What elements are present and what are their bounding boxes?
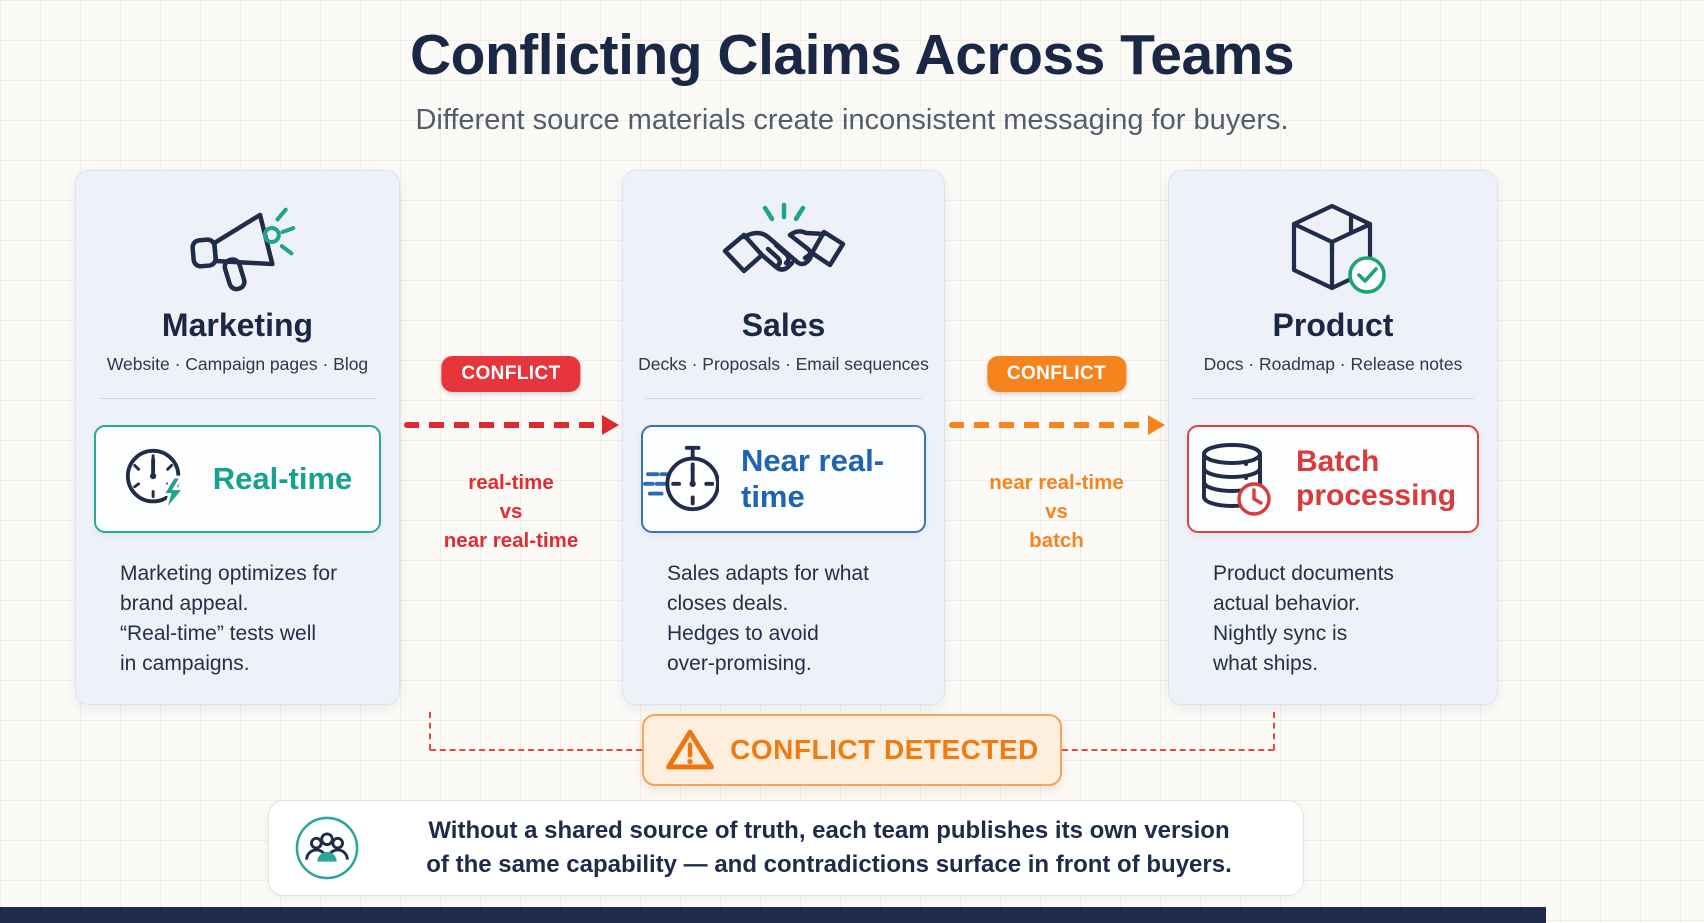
conflict-detected-label: CONFLICT DETECTED [730,734,1039,765]
product-claim-badge: Batch processing [1187,425,1479,533]
conflict-badge-1: CONFLICT [441,356,581,392]
sales-claim-label: Near real-time [741,443,885,514]
connector-line-right [1062,749,1274,751]
conflict-arrow-2 [949,415,1165,435]
sales-card: Sales Decks · Proposals · Email sequence… [622,170,945,705]
claim-a-label: real-time [468,471,554,494]
product-claim-label: Batch processing [1296,444,1457,513]
vs-label: vs [499,500,523,523]
page-subtitle: Different source materials create incons… [415,104,1289,136]
conflict-zone-2: CONFLICT near real-time vs batch [945,170,1168,705]
connector-line-left [430,749,642,751]
divider [98,398,377,399]
summary-box: Without a shared source of truth, each t… [268,800,1304,896]
conflict-badge-2: CONFLICT [986,356,1127,392]
package-check-icon [1280,199,1386,301]
sales-title: Sales [741,307,826,343]
handshake-icon [718,199,850,301]
summary-text: Without a shared source of truth, each t… [385,814,1273,882]
conflict-detected-banner: CONFLICT DETECTED [642,714,1062,786]
clock-lightning-icon [123,444,191,514]
product-description: Product documents actual behavior. Night… [1213,562,1394,675]
claim-b-label: near real-time [443,529,579,552]
marketing-claim-badge: Real-time [94,425,381,533]
marketing-claim-label: Real-time [212,461,353,496]
claim-b-label: batch [1029,529,1084,552]
summary-line-2: of the same capability — and contradicti… [426,851,1232,878]
sales-description: Sales adapts for what closes deals. Hedg… [667,562,869,675]
arrow-head-icon [1148,415,1165,435]
divider [645,398,922,399]
conflict-claims-1: real-time vs near real-time [400,468,622,555]
sales-sources: Decks · Proposals · Email sequences [638,354,929,374]
warning-triangle-icon [665,727,715,773]
divider [1191,398,1475,399]
page-title: Conflicting Claims Across Teams [409,23,1295,87]
sales-claim-badge: Near real-time [641,425,926,533]
connector-tick-right [1273,712,1275,750]
connector-tick-left [429,712,431,750]
marketing-sources: Website · Campaign pages · Blog [106,354,369,374]
conflict-arrow-1 [404,415,619,435]
stopwatch-speed-icon [643,443,719,515]
megaphone-icon [179,199,297,301]
bottom-bar [0,907,1546,923]
conflict-claims-2: near real-time vs batch [945,468,1168,555]
summary-line-1: Without a shared source of truth, each t… [428,817,1230,844]
marketing-title: Marketing [161,307,314,343]
conflict-zone-1: CONFLICT real-time vs near real-time [400,170,622,705]
marketing-description: Marketing optimizes for brand appeal. “R… [120,562,338,675]
arrow-head-icon [602,415,619,435]
product-sources: Docs · Roadmap · Release notes [1203,354,1463,374]
claim-a-label: near real-time [989,471,1124,494]
database-clock-icon [1194,441,1274,517]
marketing-card: Marketing Website · Campaign pages · Blo… [75,170,400,705]
vs-label: vs [1045,500,1068,523]
product-title: Product [1272,307,1394,343]
team-people-icon [295,816,359,880]
product-card: Product Docs · Roadmap · Release notes [1168,170,1498,705]
